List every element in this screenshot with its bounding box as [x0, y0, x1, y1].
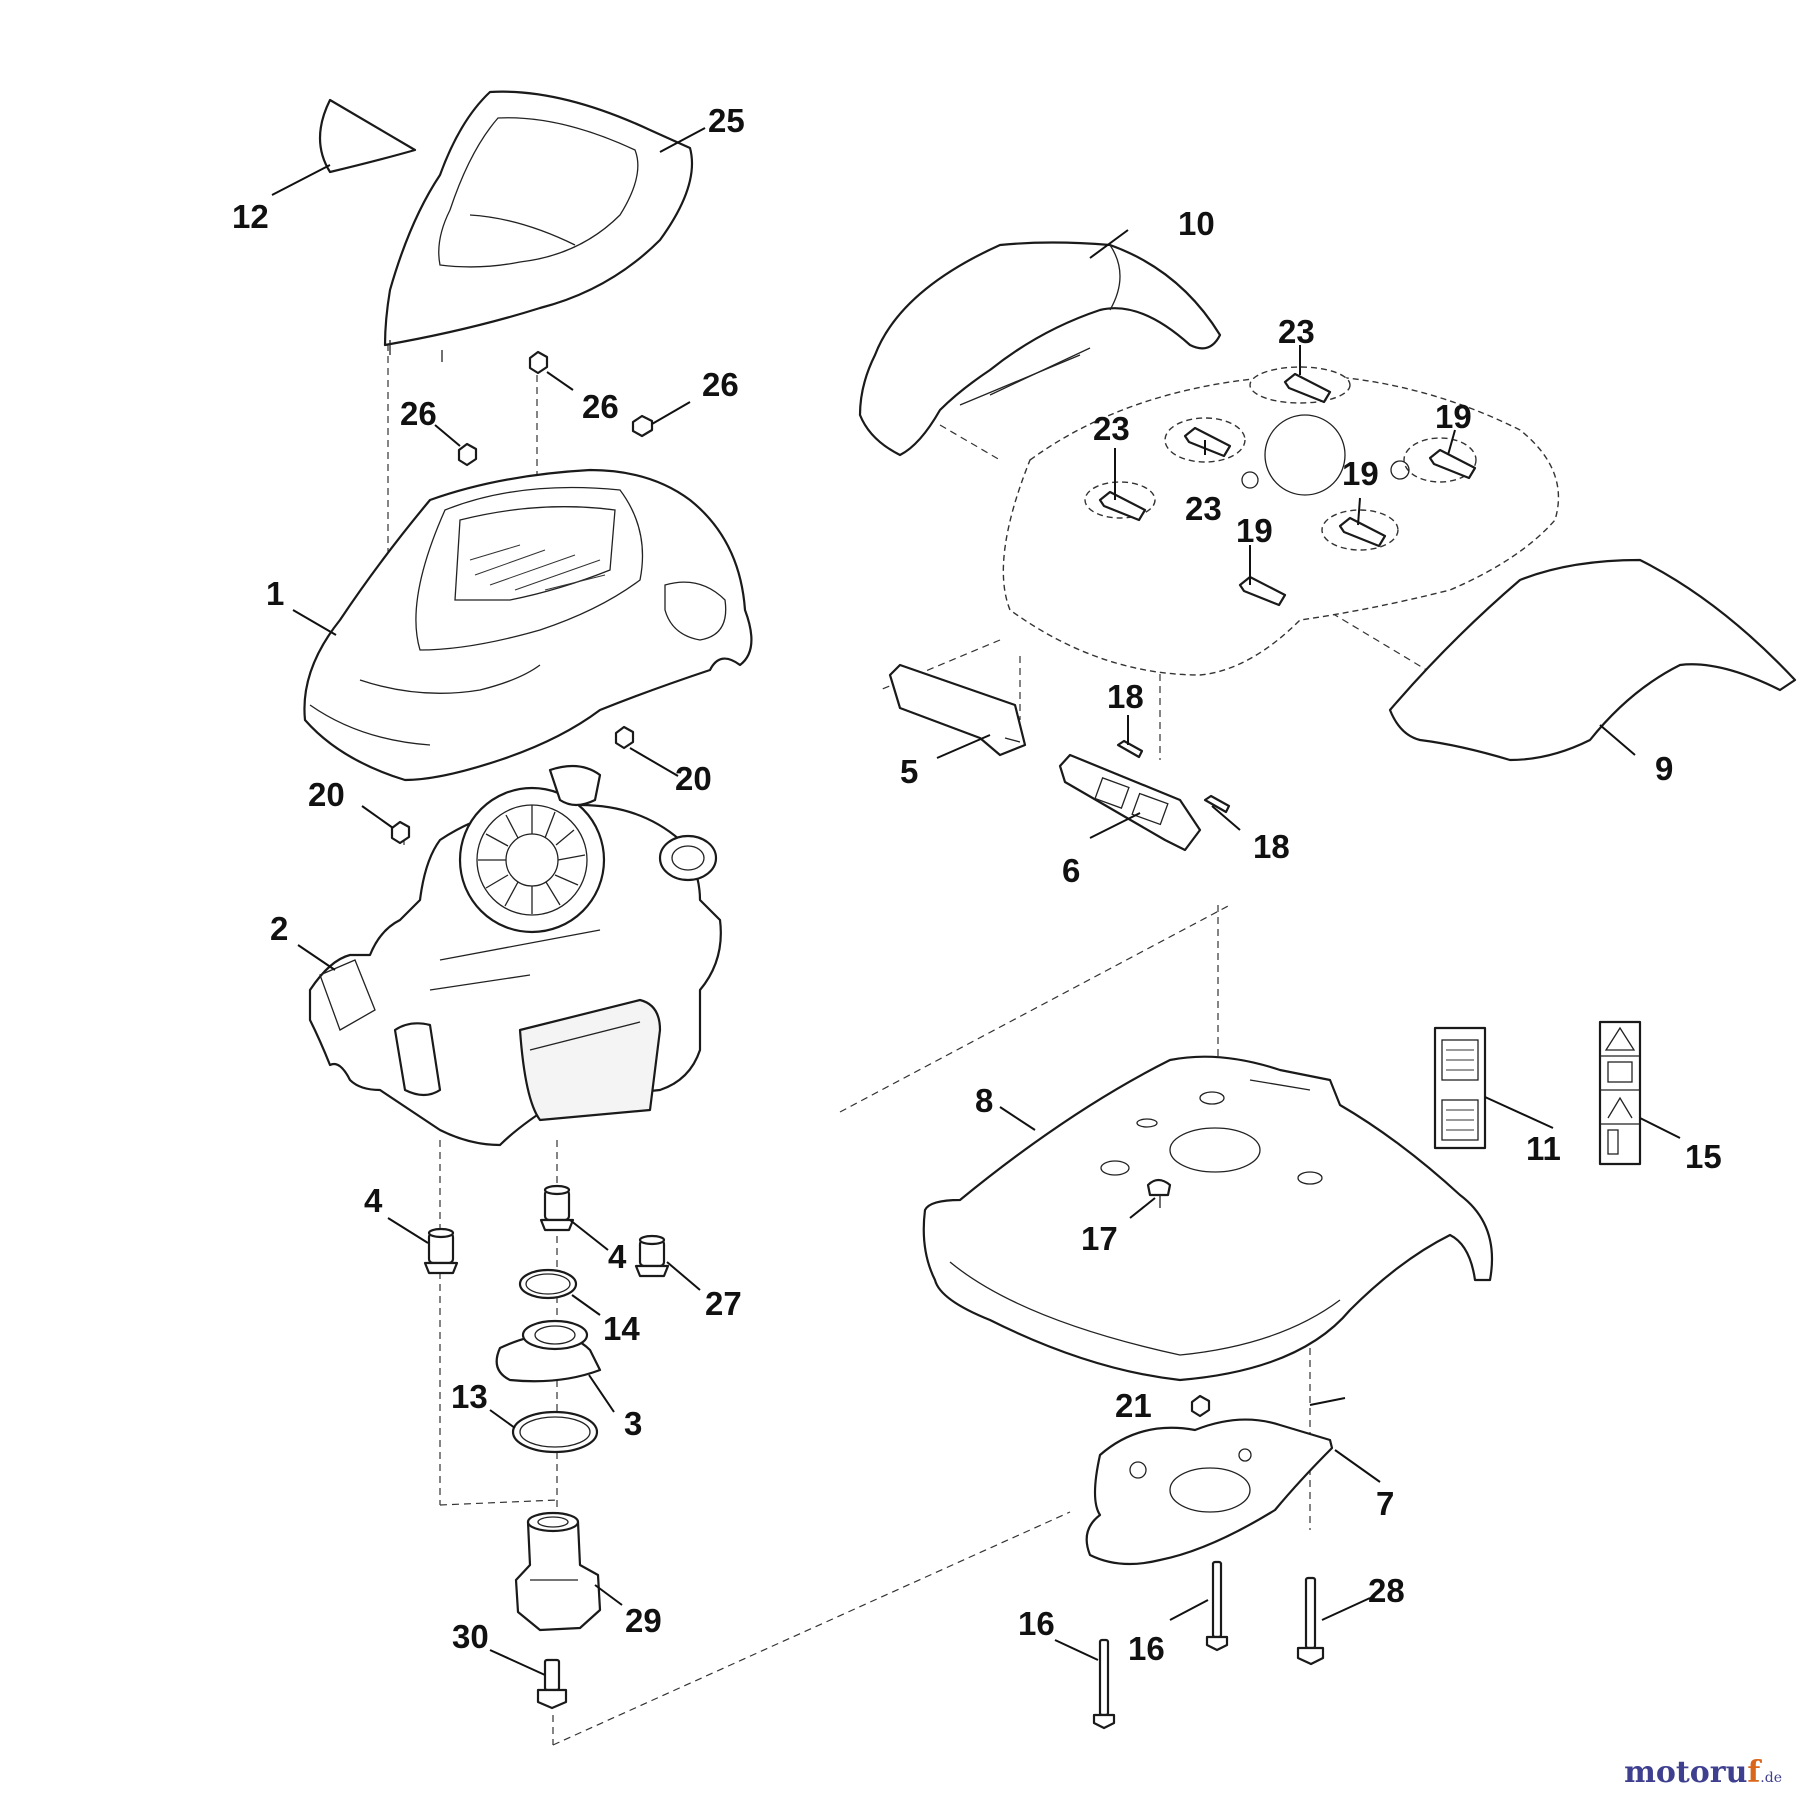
watermark-tld: .de: [1760, 1770, 1782, 1786]
callout-18: 18: [1253, 828, 1290, 865]
callout-11: 11: [1526, 1130, 1561, 1167]
callout-26: 26: [400, 395, 437, 432]
part-5-shape: [888, 663, 1027, 757]
nut-21-shape: [1190, 1394, 1211, 1418]
callout-30: 30: [452, 1618, 489, 1655]
part-9-shape: [1388, 558, 1797, 762]
callout-23: 23: [1093, 410, 1130, 447]
callout-26: 26: [582, 388, 619, 425]
callout-16: 16: [1128, 1630, 1165, 1667]
callout-7: 7: [1376, 1485, 1394, 1522]
part-10-shape: [858, 241, 1222, 457]
part-25-shape: [383, 90, 694, 362]
callout-18: 18: [1107, 678, 1144, 715]
watermark-logo: motoruf.de: [1624, 1755, 1782, 1790]
watermark-main: motoru: [1624, 1755, 1748, 1790]
part-2-shape: [308, 764, 722, 1147]
callout-5: 5: [900, 753, 918, 790]
callout-14: 14: [603, 1310, 640, 1347]
callout-3: 3: [624, 1405, 642, 1442]
callout-15: 15: [1685, 1138, 1722, 1175]
callout-10: 10: [1178, 205, 1215, 242]
callout-1: 1: [266, 575, 284, 612]
callout-19: 19: [1435, 398, 1472, 435]
label-11-shape: [1433, 1026, 1487, 1150]
callout-6: 6: [1062, 852, 1080, 889]
screw-parts: [1098, 372, 1477, 607]
callout-26: 26: [702, 366, 739, 403]
callout-2: 2: [270, 910, 288, 947]
callout-19: 19: [1236, 512, 1273, 549]
callout-20: 20: [308, 776, 345, 813]
adapter-parts: [514, 1511, 602, 1710]
part-1-shape: [303, 468, 753, 782]
callout-4: 4: [608, 1238, 627, 1275]
callout-19: 19: [1342, 455, 1379, 492]
part-8-shape: [922, 1055, 1494, 1382]
leader-lines: [271, 127, 1681, 1676]
callout-13: 13: [451, 1378, 488, 1415]
callout-9: 9: [1655, 750, 1673, 787]
part-7-shape: [1085, 1418, 1334, 1566]
callout-8: 8: [975, 1082, 993, 1119]
callout-20: 20: [675, 760, 712, 797]
nut-parts: [390, 350, 654, 845]
label-15-shape: [1598, 1020, 1642, 1166]
watermark-accent: f: [1747, 1755, 1761, 1790]
callout-23: 23: [1185, 490, 1222, 527]
screw-18-parts: [1116, 739, 1231, 814]
callout-28: 28: [1368, 1572, 1405, 1609]
long-bolt-parts: [1092, 1560, 1325, 1730]
callout-23: 23: [1278, 313, 1315, 350]
part-6-shape: [1058, 753, 1202, 852]
callout-29: 29: [625, 1602, 662, 1639]
callout-25: 25: [708, 102, 745, 139]
callout-21: 21: [1115, 1387, 1152, 1424]
callout-17: 17: [1081, 1220, 1118, 1257]
callout-12: 12: [232, 198, 269, 235]
seal-ring-parts: [495, 1268, 602, 1454]
bushing-parts: [423, 1184, 670, 1278]
callout-16: 16: [1018, 1605, 1055, 1642]
callout-27: 27: [705, 1285, 742, 1322]
callout-4: 4: [364, 1182, 383, 1219]
callout-labels: 12 25 1 26 26 26 20 20 2 4 4 27 14 13 3 …: [232, 102, 1722, 1667]
part-12-shape: [319, 98, 417, 174]
